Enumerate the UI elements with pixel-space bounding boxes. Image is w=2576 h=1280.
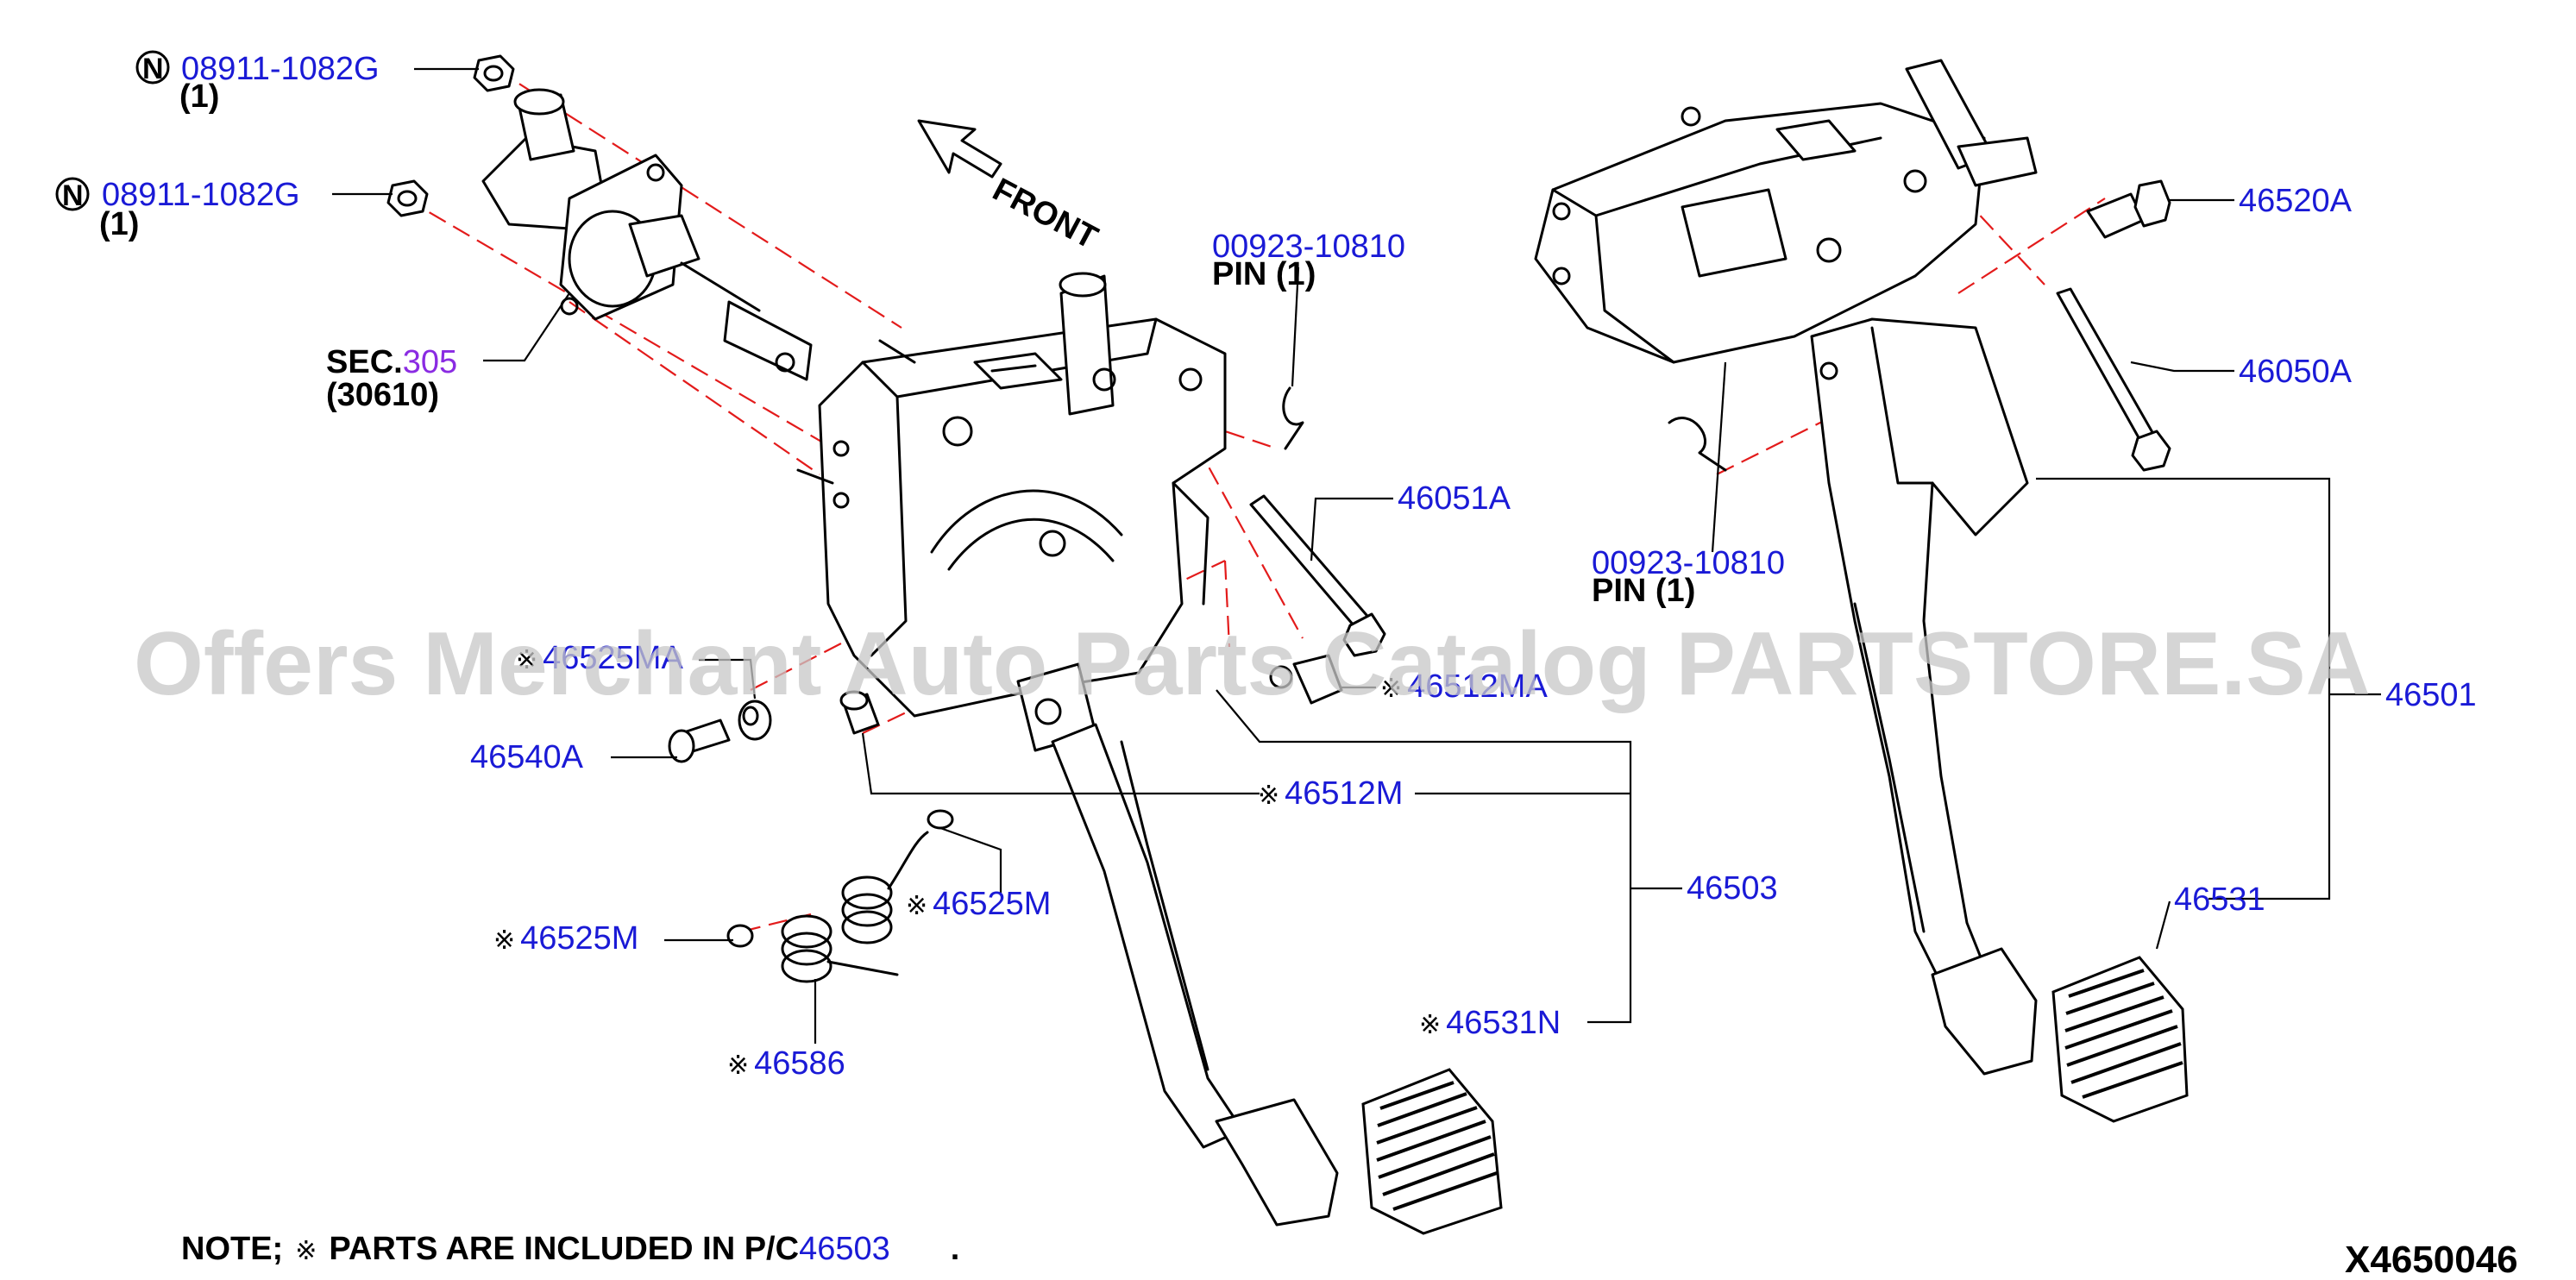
label-00923-10810-b[interactable]: 00923-10810	[1592, 545, 1785, 581]
pin-46540A	[668, 718, 731, 763]
pedal-bracket-right	[1534, 59, 2038, 364]
label-pin-b: PIN (1)	[1592, 573, 1695, 609]
label-46503[interactable]: 46503	[1687, 870, 1778, 907]
label-46051A[interactable]: 46051A	[1398, 480, 1511, 517]
stopper-46512M	[839, 690, 880, 735]
note-line: NOTE;※PARTS ARE INCLUDED IN P/C46503.	[181, 1231, 959, 1267]
front-arrow: FRONT	[917, 119, 1103, 257]
label-46525M-left[interactable]: ※46525M	[493, 920, 638, 957]
label-pin-a: PIN (1)	[1212, 256, 1316, 292]
bolt-46520A	[2086, 179, 2171, 239]
label-08911-1082G-mid[interactable]: 08911-1082G	[102, 177, 300, 213]
pin-clip-00923-a	[1282, 386, 1304, 450]
clutch-pedal-arm	[1051, 723, 1339, 1227]
label-46586[interactable]: ※46586	[727, 1045, 845, 1082]
label-46525MA[interactable]: ※46525MA	[516, 640, 683, 676]
label-46050A[interactable]: 46050A	[2239, 354, 2353, 390]
pin-clip-00923-b	[1668, 417, 1727, 472]
bushing-46525M-a	[927, 809, 954, 830]
leader-lines	[332, 67, 2381, 1044]
label-46540A[interactable]: 46540A	[470, 739, 584, 775]
front-label: FRONT	[987, 172, 1103, 257]
n-badge-mid: N	[55, 177, 90, 212]
pedal-pad-46531N	[1361, 1068, 1503, 1235]
label-46531N[interactable]: ※46531N	[1419, 1005, 1561, 1041]
label-46525M-right[interactable]: ※46525M	[906, 886, 1051, 922]
label-sec-305[interactable]: SEC.305	[326, 344, 457, 380]
stopper-46512MA	[1269, 654, 1343, 705]
bolt-46050A	[2056, 287, 2171, 472]
nut-08911-top	[473, 54, 515, 92]
bolt-46051A	[1249, 494, 1386, 657]
pedal-bracket-left	[796, 272, 1227, 752]
label-46520A[interactable]: 46520A	[2239, 183, 2353, 219]
label-46531[interactable]: 46531	[2174, 882, 2265, 918]
label-46512MA[interactable]: ※46512MA	[1380, 668, 1548, 705]
svg-text:N: N	[142, 53, 164, 85]
label-46501[interactable]: 46501	[2385, 677, 2477, 713]
label-qty-mid: (1)	[99, 206, 139, 242]
return-spring-46586	[781, 831, 929, 983]
pedal-pad-46531	[2051, 956, 2189, 1123]
bushing-46525MA	[738, 700, 772, 741]
clutch-master-cylinder	[481, 88, 813, 381]
label-sec-sub: (30610)	[326, 377, 439, 413]
diagram-code: X4650046	[2345, 1239, 2518, 1280]
label-00923-10810-a[interactable]: 00923-10810	[1212, 229, 1405, 265]
bushing-46525M-b	[726, 924, 754, 948]
label-08911-1082G-top[interactable]: 08911-1082G	[181, 51, 380, 87]
nut-08911-mid	[386, 179, 429, 217]
watermark: Offers Merchant Auto Parts Catalog PARTS…	[134, 614, 2371, 714]
label-qty-top: (1)	[179, 78, 219, 115]
label-46512M[interactable]: ※46512M	[1258, 775, 1403, 812]
brake-pedal-arm	[1810, 317, 2038, 1076]
svg-text:N: N	[62, 179, 84, 212]
n-badge-top: N	[135, 50, 170, 85]
